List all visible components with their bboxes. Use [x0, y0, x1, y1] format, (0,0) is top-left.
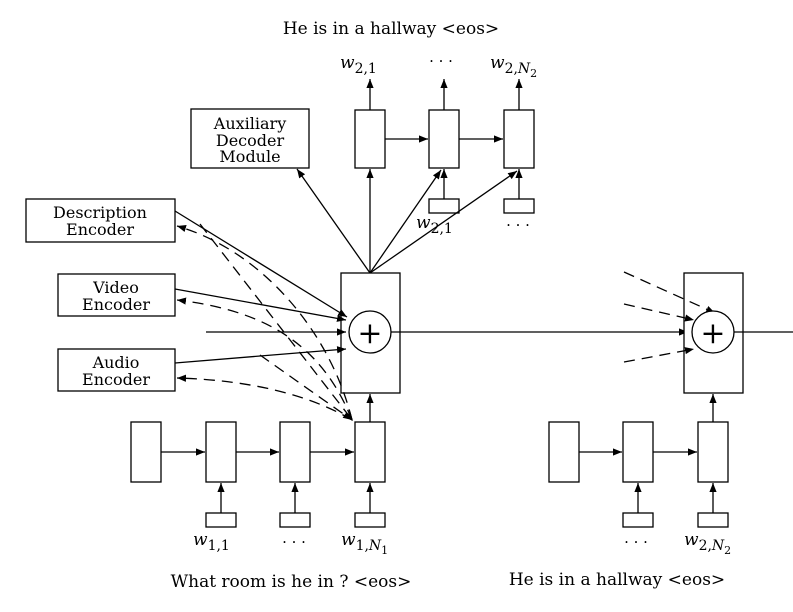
attention-dashed-audio: [176, 374, 353, 421]
next-encoder-embedding-2: [697, 512, 729, 528]
encoder-embedding-1: [205, 512, 237, 528]
question-sentence: What room is he in ? <eos>: [171, 572, 412, 592]
output-token-last: w2,N2: [490, 53, 537, 80]
audio-encoder-label-line1: Audio: [92, 353, 140, 372]
encoder-cell-3: [354, 421, 386, 483]
next-attention-dashed-2: [623, 303, 695, 322]
fusion-plus-symbol: +: [357, 316, 382, 351]
fusion-to-auxiliary: [296, 168, 371, 274]
encoder-cell-2: [279, 421, 311, 483]
audio-encoder: [57, 348, 176, 392]
attention-dashed-video: [176, 297, 353, 421]
description-encoder-label-line2: Encoder: [66, 220, 134, 239]
video-encoder: [57, 273, 176, 317]
encoder-input-token-last: w1,N1: [341, 530, 388, 557]
decoder-cell-3: [503, 109, 535, 169]
decoder-cell-1: [354, 109, 386, 169]
auxiliary-label-line2: Decoder: [216, 131, 285, 150]
description-to-fusion: [174, 210, 348, 318]
output-token-first: w2,1: [340, 53, 377, 77]
next-encoder-cell-1: [622, 421, 654, 483]
next-encoder-cell-0: [548, 421, 580, 483]
fusion-to-decoder-2: [369, 169, 442, 274]
video-to-fusion: [174, 288, 347, 322]
encoder-cell-1: [205, 421, 237, 483]
decoder-cell-2: [428, 109, 460, 169]
encoder-cell-0: [130, 421, 162, 483]
decoder-input-token-first: w2,1: [416, 213, 453, 237]
next-fusion-plus-symbol: +: [700, 316, 725, 351]
description-encoder-label-line1: Description: [53, 203, 147, 222]
auxiliary-label-line3: Module: [219, 147, 280, 166]
output-token-dots: · · ·: [429, 52, 453, 70]
audio-encoder-label-line2: Encoder: [82, 370, 150, 389]
next-encoder-cell-2: [697, 421, 729, 483]
next-encoder-embedding-1: [622, 512, 654, 528]
next-attention-dashed-3: [623, 347, 695, 363]
encoder-embedding-3: [354, 512, 386, 528]
description-encoder: [25, 198, 176, 243]
encoder-input-token-first: w1,1: [193, 530, 230, 554]
encoder-embedding-2: [279, 512, 311, 528]
next-encoder-input-token-dots: · · ·: [624, 533, 648, 551]
top-sentence: He is in a hallway <eos>: [283, 19, 499, 39]
video-encoder-label-line2: Encoder: [82, 295, 150, 314]
auxiliary-label-line1: Auxiliary: [213, 114, 286, 133]
video-encoder-label-line1: Video: [92, 278, 139, 297]
answer-sentence: He is in a hallway <eos>: [509, 570, 725, 590]
decoder-embedding-2: [503, 198, 535, 214]
dashed-description-to-encoder-state: [199, 223, 354, 422]
auxiliary-decoder-module: [190, 108, 310, 169]
decoder-embedding-1: [428, 198, 460, 214]
dashed-video-to-encoder-state: [259, 354, 353, 421]
decoder-input-token-dots: · · ·: [506, 216, 530, 234]
next-encoder-input-token-last: w2,N2: [684, 530, 731, 557]
fusion-to-decoder-3: [369, 170, 518, 274]
encoder-input-token-dots: · · ·: [282, 533, 306, 551]
attention-dashed-description: [176, 225, 353, 421]
